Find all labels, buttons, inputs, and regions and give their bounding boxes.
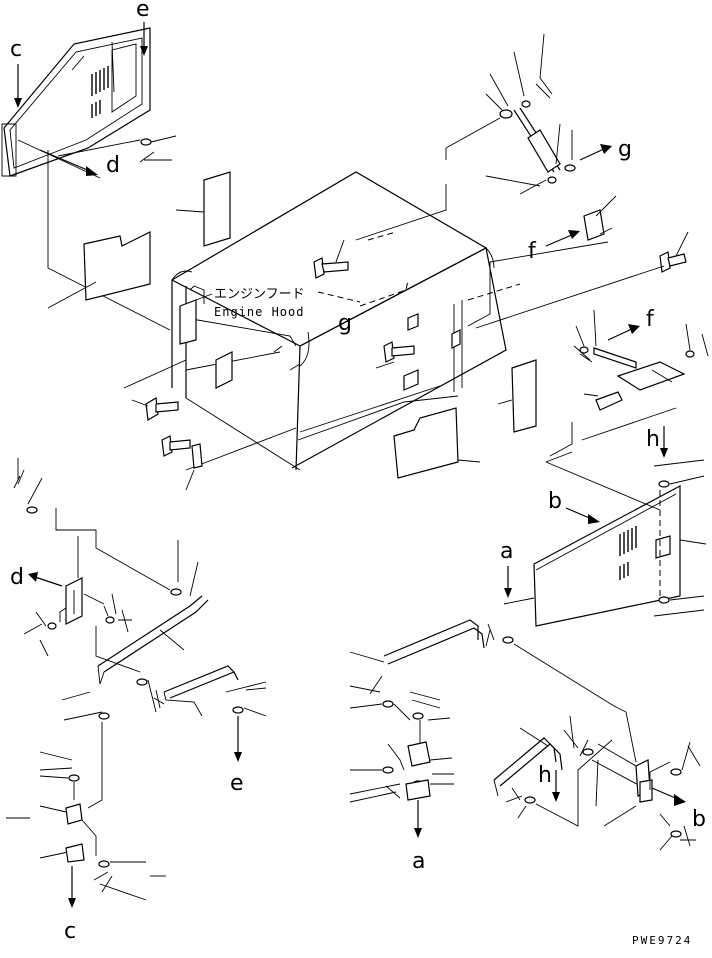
gas-strut (355, 33, 576, 241)
label-f-lower: f (646, 307, 655, 332)
bolt-hood-mid (375, 341, 415, 369)
pad-upper (175, 171, 231, 247)
latch-bracket (583, 195, 617, 241)
bolt-hood-upper (313, 239, 349, 279)
label-hood-jp: エンジンフード (214, 287, 305, 302)
latch-lower (573, 309, 709, 411)
label-e-bottom: e (230, 771, 244, 796)
arrow-d-top (39, 149, 93, 173)
bolt-lower (161, 435, 203, 491)
right-side-door (533, 451, 707, 627)
label-a-bottom: a (412, 849, 425, 874)
hood-leader (195, 293, 213, 301)
left-hinge-assembly (6, 458, 267, 901)
label-d-top: d (106, 153, 120, 178)
engine-hood (123, 171, 507, 471)
label-g-hood: g (338, 311, 352, 336)
bolt-right (659, 231, 689, 273)
label-b-hinge: b (692, 807, 706, 832)
arrow-f-lower (607, 327, 635, 341)
label-d-left: d (10, 565, 24, 590)
label-h-panel: h (646, 427, 660, 452)
bolt-lower-left (131, 397, 179, 421)
left-side-door (1, 27, 177, 331)
label-e-top: e (136, 0, 150, 22)
insulator-right (393, 407, 481, 479)
label-hood-en: Engine Hood (214, 305, 304, 319)
pad-right (497, 359, 537, 433)
label-g-strut: g (618, 137, 632, 162)
right-hinge-assembly (493, 715, 701, 851)
label-c-top: c (10, 37, 22, 62)
label-b-panel: b (548, 489, 562, 514)
arrow-f-upper (545, 233, 575, 247)
label-h-hinge: h (538, 763, 552, 788)
label-c-bottom: c (64, 919, 76, 944)
dash-g-hood (359, 279, 409, 307)
insulator-left (47, 231, 151, 309)
label-f-upper: f (528, 239, 537, 264)
drawing-number: PWE9724 (632, 934, 692, 947)
arrow-d-left (31, 575, 63, 587)
label-a-top: a (500, 539, 513, 564)
center-hinge-assembly (349, 619, 637, 803)
arrow-g-strut (579, 147, 607, 161)
